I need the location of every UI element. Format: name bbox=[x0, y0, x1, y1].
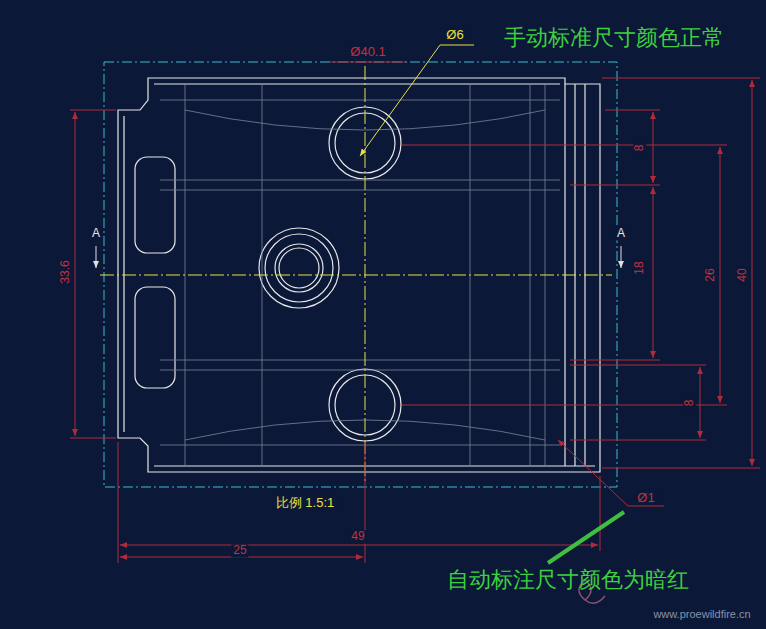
diameter-label: Ø1 bbox=[635, 491, 656, 505]
dimension-value: 40 bbox=[736, 266, 749, 283]
dimension-lines bbox=[70, 62, 760, 563]
section-arrow bbox=[96, 246, 621, 268]
dimension-value: 25 bbox=[231, 544, 248, 557]
diameter-label: Ø40.1 bbox=[348, 45, 387, 59]
diameter-label: Ø6 bbox=[444, 28, 465, 42]
annotation-note: 手动标准尺寸颜色正常 bbox=[502, 26, 726, 50]
annotation-note: 自动标注尺寸颜色为暗红 bbox=[445, 568, 691, 592]
pointer-line bbox=[548, 512, 624, 563]
watermark: www.proewildfire.cn bbox=[651, 608, 752, 620]
dimension-value: 26 bbox=[704, 266, 717, 283]
dimension-value: 33.6 bbox=[59, 258, 72, 285]
dimension-value: 8 bbox=[633, 143, 646, 154]
section-letter: A bbox=[90, 227, 102, 240]
leader-line bbox=[360, 45, 474, 156]
dimension-value: 49 bbox=[349, 530, 366, 543]
section-letter: A bbox=[615, 227, 627, 240]
dimension-value: 8 bbox=[683, 398, 696, 409]
dimension-value: 18 bbox=[633, 259, 646, 276]
scale-note: 比例 1.5:1 bbox=[274, 496, 337, 510]
center-line bbox=[100, 66, 612, 484]
